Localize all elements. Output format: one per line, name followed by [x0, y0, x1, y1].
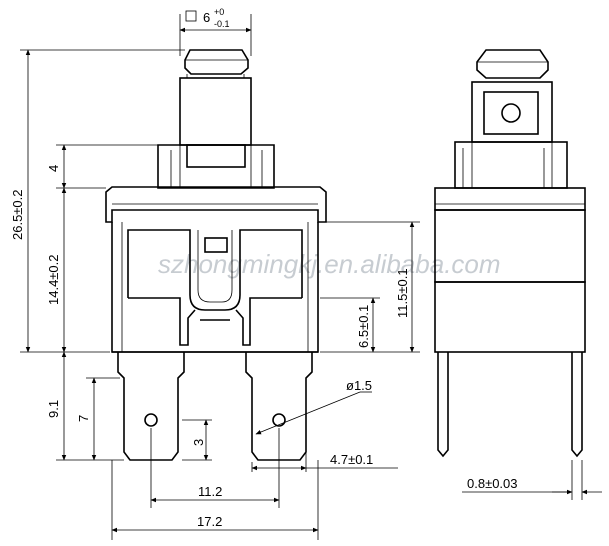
dim-thickness: 0.8±0.03	[467, 476, 518, 491]
front-view	[105, 49, 327, 461]
dim-hole-offset: 3	[191, 439, 206, 446]
dim-total-height: 26.5±0.2	[10, 189, 25, 240]
dimension-lines	[20, 10, 602, 540]
side-button-tip	[476, 49, 549, 79]
dim-button-tol-upper: +0	[214, 7, 224, 17]
dim-height-right-a: 6.5±0.1	[356, 305, 371, 348]
dim-overall-width: 17.2	[197, 514, 222, 529]
side-flange	[434, 187, 586, 211]
dim-hole-diameter: ø1.5	[346, 378, 372, 393]
right-terminal-hole	[272, 413, 286, 427]
side-pin-left	[437, 352, 449, 458]
left-terminal-hole	[144, 413, 158, 427]
side-body-lower	[434, 281, 586, 353]
dim-button-width: 6	[203, 10, 210, 25]
dim-button-tol-lower: -0.1	[214, 19, 230, 29]
button-tip	[184, 49, 249, 75]
side-plunger-window	[483, 91, 539, 135]
dim-terminal-width: 4.7±0.1	[330, 452, 373, 467]
inner-cavity	[127, 229, 303, 311]
dim-terminal-pitch: 11.2	[198, 484, 222, 499]
contact-window	[204, 237, 228, 253]
side-pin-right	[571, 352, 583, 458]
dim-terminal-length: 9.1	[46, 400, 61, 418]
side-view	[434, 49, 586, 458]
watermark-text: szhongmingkj.en.alibaba.com	[158, 249, 501, 279]
dim-terminal-offset: 7	[76, 415, 91, 422]
dimension-labels: 6 +0 -0.1 26.5±0.2 4 14.4±0.2 9.1 7 3 ø1…	[10, 7, 518, 529]
dim-height-right-b: 11.5±0.1	[395, 268, 410, 318]
dim-body-height: 14.4±0.2	[46, 254, 61, 305]
housing-flange	[105, 186, 327, 223]
plunger-stem	[179, 77, 252, 146]
dim-cap-height: 4	[46, 165, 61, 172]
